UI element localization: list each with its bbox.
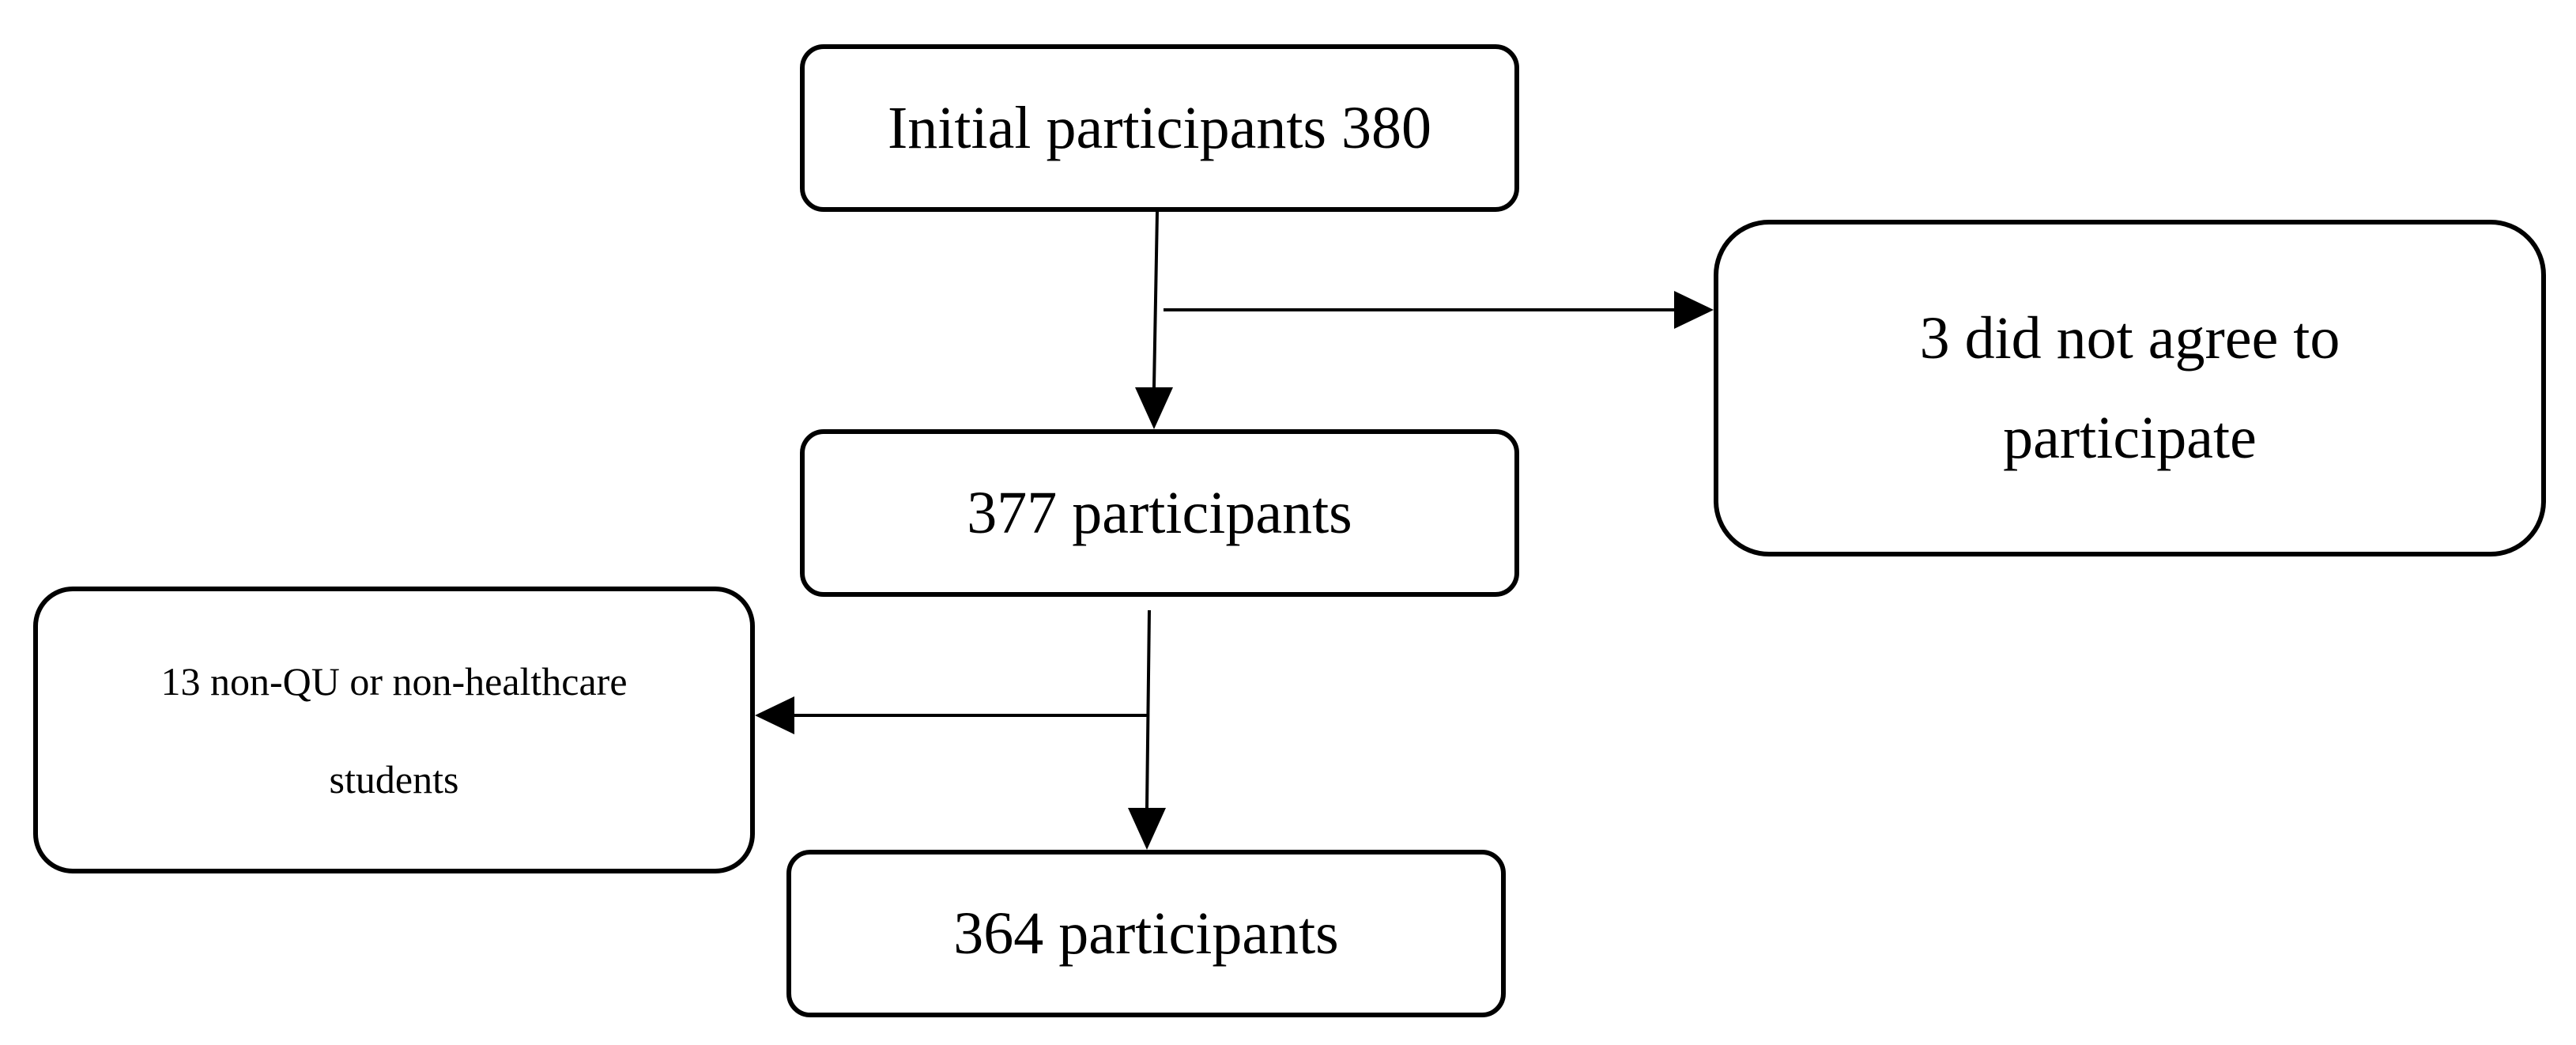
- arrowhead-to-declined: [1674, 291, 1714, 329]
- arrowhead-to-364: [1128, 808, 1166, 850]
- final-participants-label: 364 participants: [953, 900, 1339, 967]
- arrowhead-to-excluded: [755, 696, 794, 734]
- final-participants-box: 364 participants: [786, 850, 1506, 1017]
- excluded-students-box: 13 non-QU or non-healthcare students: [33, 587, 755, 873]
- consented-participants-box: 377 participants: [800, 429, 1519, 597]
- consented-participants-label: 377 participants: [967, 479, 1352, 546]
- declined-participants-box: 3 did not agree to participate: [1714, 220, 2546, 556]
- arrowhead-to-377: [1135, 387, 1173, 429]
- arrow-initial-to-377: [1152, 211, 1159, 388]
- arrow-377-to-364: [1145, 609, 1151, 809]
- initial-participants-box: Initial participants 380: [800, 44, 1519, 212]
- declined-participants-label: 3 did not agree to participate: [1919, 305, 2340, 471]
- excluded-students-label: 13 non-QU or non-healthcare students: [160, 658, 628, 802]
- initial-participants-label: Initial participants 380: [887, 94, 1432, 161]
